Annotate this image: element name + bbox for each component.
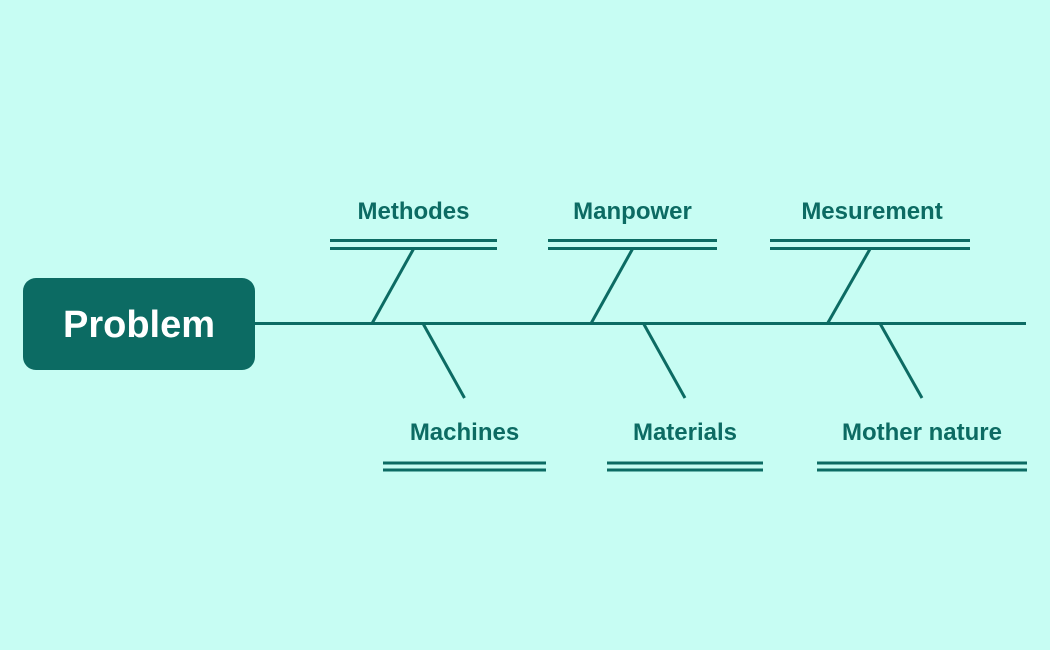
branch-label-methodes[interactable]: Methodes [357, 198, 469, 225]
branch-mother-nature: Mother nature [817, 322, 1027, 472]
branch-bone [642, 322, 687, 399]
problem-label: Problem [63, 304, 215, 346]
branch-label-machines[interactable]: Machines [410, 419, 519, 446]
branch-materials: Materials [607, 322, 763, 472]
branch-bone [826, 248, 872, 325]
problem-node[interactable]: Problem [23, 278, 255, 370]
branch-machines: Machines [383, 322, 546, 472]
branch-bone [878, 322, 924, 399]
branch-bone [589, 248, 634, 325]
branch-mesurement: Mesurement [770, 198, 970, 325]
branch-label-manpower[interactable]: Manpower [573, 198, 692, 225]
branch-label-mesurement[interactable]: Mesurement [801, 198, 942, 225]
branch-bone [421, 322, 466, 399]
branch-label-mother-nature[interactable]: Mother nature [842, 419, 1002, 446]
branch-methodes: Methodes [330, 198, 497, 325]
branch-label-materials[interactable]: Materials [633, 419, 737, 446]
problem-box[interactable] [23, 278, 255, 370]
branch-manpower: Manpower [548, 198, 717, 325]
branch-bone [370, 248, 415, 325]
